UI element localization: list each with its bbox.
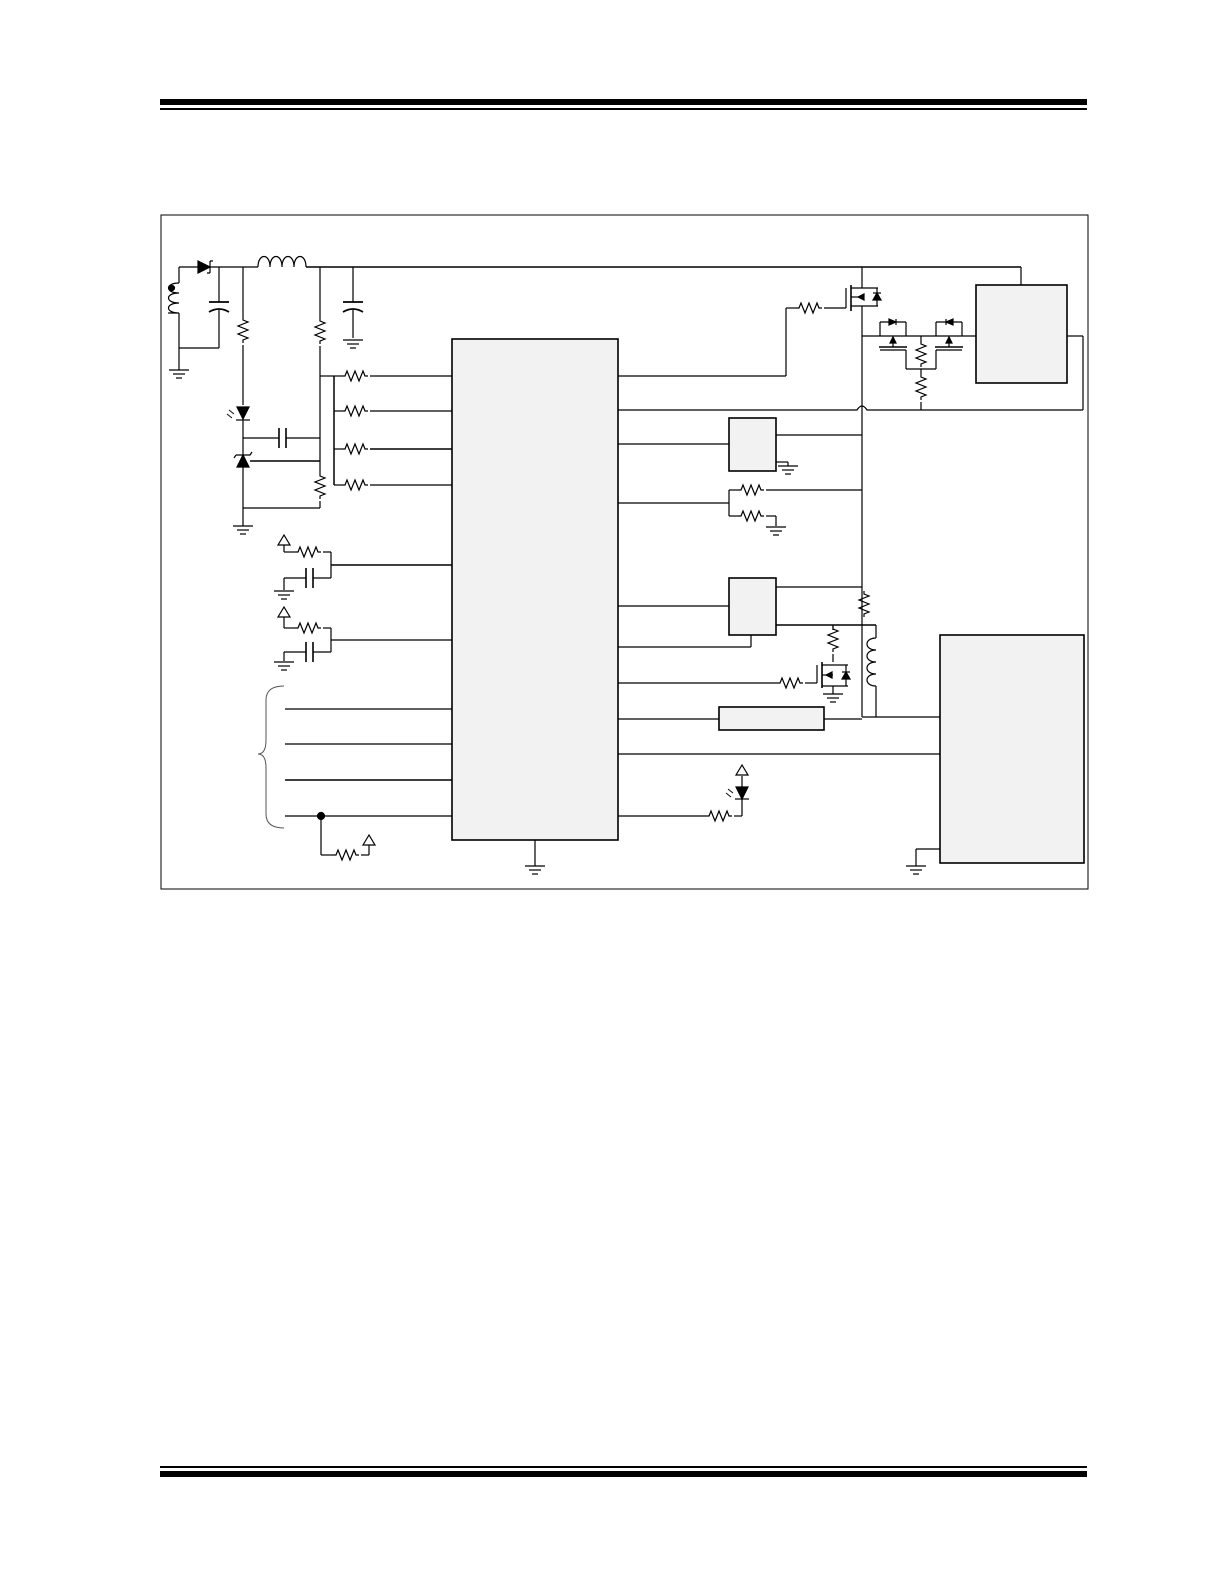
input-resistor-network xyxy=(334,370,452,491)
rc-input-2 xyxy=(273,606,452,671)
header-rule-thin xyxy=(160,108,1087,110)
zener-diode xyxy=(233,451,253,468)
inductor-top xyxy=(257,255,307,268)
capacitor-input xyxy=(179,267,230,349)
led-output xyxy=(725,786,749,801)
led-indicator xyxy=(226,406,250,421)
inductor-right xyxy=(866,637,877,687)
mosfet-lower xyxy=(816,662,852,703)
small-ic-mid xyxy=(728,577,777,636)
bus-brace xyxy=(257,685,285,829)
header-rule-thick xyxy=(160,99,1087,105)
rc-input-1 xyxy=(273,534,452,600)
diagram-frame xyxy=(160,214,1089,890)
mosfet-pair xyxy=(862,318,976,410)
capacitor-output xyxy=(342,267,364,349)
mosfet-top xyxy=(845,267,883,311)
footer-rule-thin xyxy=(160,1466,1087,1468)
lower-right-ic-block xyxy=(939,634,1085,864)
bar-block xyxy=(718,706,825,731)
upper-right-ic-block xyxy=(975,284,1068,384)
footer-rule-thick xyxy=(160,1471,1087,1477)
small-ic-top xyxy=(728,417,777,472)
coil-left xyxy=(167,267,190,379)
main-ic-block xyxy=(451,338,619,841)
